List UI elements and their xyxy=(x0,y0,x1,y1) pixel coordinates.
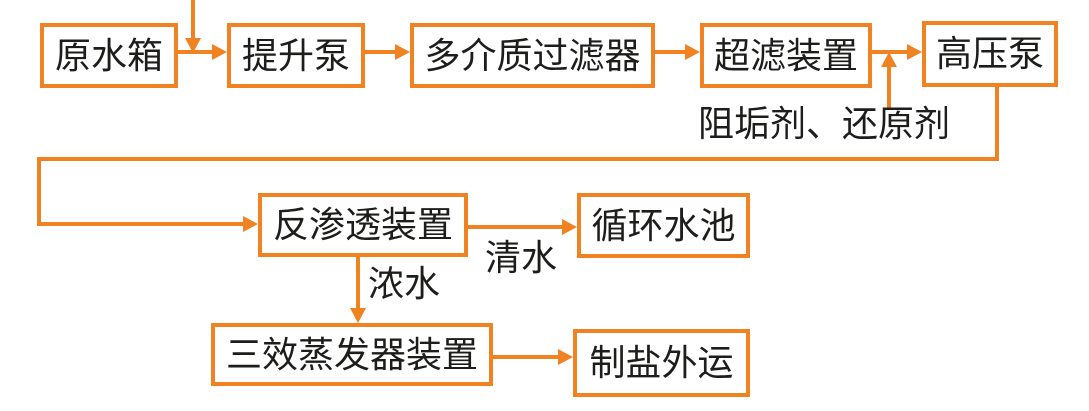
connector-pump-to-filter xyxy=(365,50,397,54)
node-uf-unit: 超滤装置 xyxy=(700,23,872,88)
arrowhead-evaporator-to-salt-icon xyxy=(558,349,573,365)
connector-ro-to-evaporator xyxy=(356,257,360,309)
route-horizontal-line xyxy=(37,157,999,161)
node-ro-unit: 反渗透装置 xyxy=(258,193,468,257)
feed-inlet-arrowhead-icon xyxy=(185,38,201,53)
node-label: 多介质过滤器 xyxy=(424,34,641,76)
concentrated-water-label: 浓水 xyxy=(368,263,441,304)
connector-filter-to-uf xyxy=(655,50,687,54)
node-label: 循环水池 xyxy=(591,204,736,246)
arrowhead-tank-to-pump-icon xyxy=(212,44,227,60)
node-raw-water-tank: 原水箱 xyxy=(40,23,178,88)
node-media-filter: 多介质过滤器 xyxy=(410,23,655,88)
arrowhead-ro-to-pool-icon xyxy=(562,219,577,235)
node-label: 制盐外运 xyxy=(589,342,734,383)
route-left-vertical-line xyxy=(37,157,41,226)
node-lift-pump: 提升泵 xyxy=(227,23,365,88)
node-label: 反渗透装置 xyxy=(272,204,453,245)
dosing-line xyxy=(887,66,891,110)
node-evaporator: 三效蒸发器装置 xyxy=(211,323,493,386)
node-label: 超滤装置 xyxy=(713,34,858,76)
hp-pump-down-line xyxy=(995,87,999,161)
dosing-arrowhead-icon xyxy=(881,52,897,67)
node-label: 三效蒸发器装置 xyxy=(225,333,478,375)
node-salt-out: 制盐外运 xyxy=(573,329,750,397)
connector-ro-to-pool xyxy=(468,225,563,229)
node-label: 高压泵 xyxy=(935,33,1044,74)
arrowhead-uf-to-hp-icon xyxy=(907,44,922,60)
node-circ-pool: 循环水池 xyxy=(577,193,750,258)
feed-inlet-line xyxy=(191,0,195,40)
arrowhead-route-to-ro-icon xyxy=(243,216,258,232)
arrowhead-pump-to-filter-icon xyxy=(395,44,410,60)
arrowhead-ro-to-evaporator-icon xyxy=(350,308,366,323)
dosing-label: 阻垢剂、还原剂 xyxy=(698,103,951,144)
clean-water-label: 清水 xyxy=(485,237,558,278)
connector-evaporator-to-salt xyxy=(493,355,559,359)
node-label: 原水箱 xyxy=(54,34,163,76)
node-label: 提升泵 xyxy=(241,34,350,76)
arrowhead-filter-to-uf-icon xyxy=(685,44,700,60)
connector-route-to-ro xyxy=(37,222,244,226)
node-hp-pump: 高压泵 xyxy=(922,21,1058,87)
